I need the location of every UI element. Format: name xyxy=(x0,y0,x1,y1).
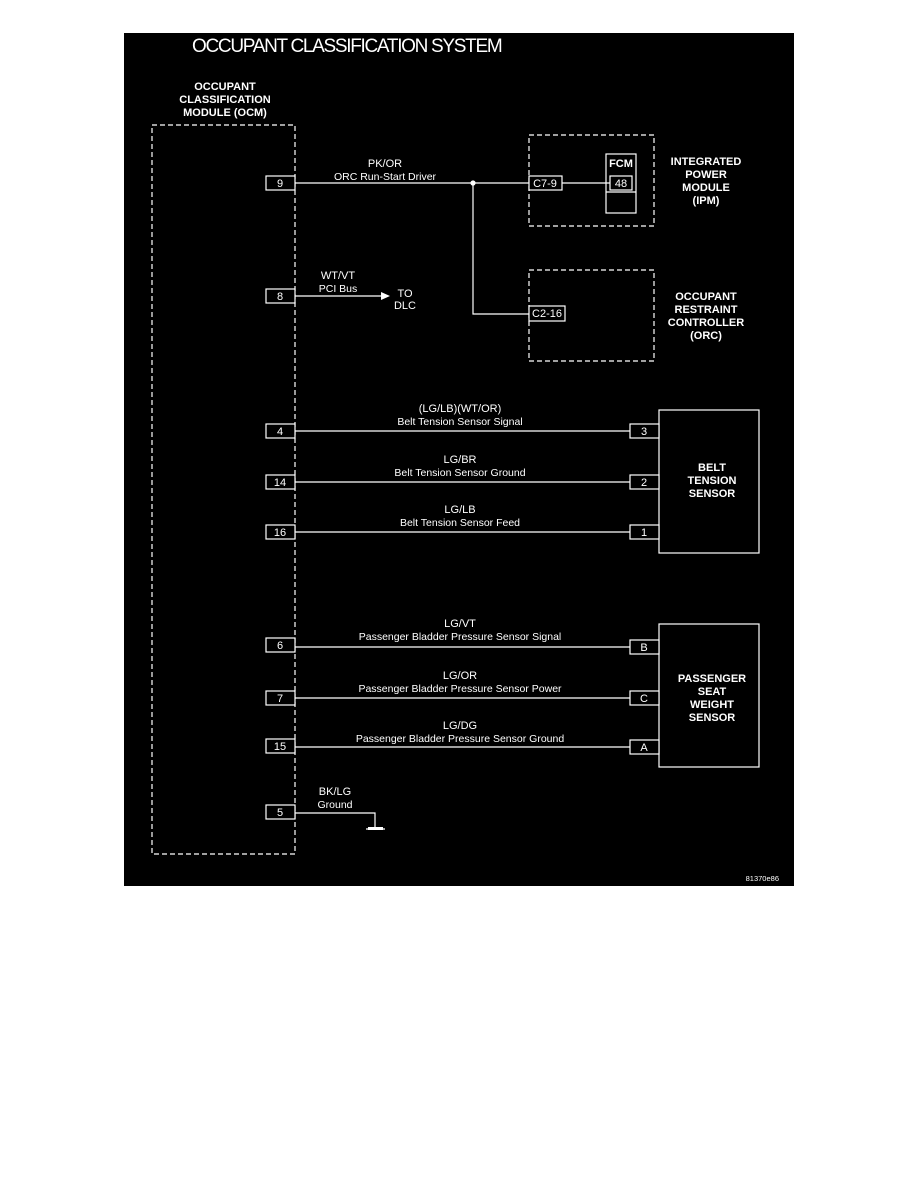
seat-sensor-label-line3: WEIGHT xyxy=(690,699,734,711)
belt-sensor-label-line2: TENSION xyxy=(688,475,737,487)
pin-label-8: 8 xyxy=(277,291,283,303)
far-pin-box-b xyxy=(629,639,660,655)
ipm-label-line3: MODULE xyxy=(682,182,730,194)
pin-label-5: 5 xyxy=(277,807,283,819)
diagram-title: OCCUPANT CLASSIFICATION SYSTEM xyxy=(192,36,502,57)
wire-color-9: PK/OR xyxy=(368,158,402,170)
dlc-label-line2: DLC xyxy=(394,300,416,312)
pin-box-5 xyxy=(265,804,296,820)
ocm-label: OCCUPANT CLASSIFICATION MODULE (OCM) xyxy=(179,81,271,119)
far-pin-box-2 xyxy=(629,474,660,490)
belt-tension-sensor-label: BELT TENSION SENSOR xyxy=(688,462,737,500)
pin-label-6: 6 xyxy=(277,640,283,652)
wire-color-8: WT/VT xyxy=(321,270,355,282)
seat-weight-sensor-label: PASSENGER SEAT WEIGHT SENSOR xyxy=(678,673,746,724)
belt-tension-sensor-box xyxy=(658,409,760,554)
wire-color-7: LG/OR xyxy=(443,670,477,682)
far-pin-label-a: A xyxy=(640,742,648,754)
far-pin-label-c: C xyxy=(640,693,648,705)
far-pin-box-1 xyxy=(629,524,660,540)
circuit-pin-8: 8 WT/VT PCI Bus TO DLC xyxy=(265,270,416,312)
wire-desc-15: Passenger Bladder Pressure Sensor Ground xyxy=(356,733,565,745)
wire-desc-9: ORC Run-Start Driver xyxy=(334,171,437,183)
ocm-label-line3: MODULE (OCM) xyxy=(183,107,267,119)
orc-label-line2: RESTRAINT xyxy=(675,304,738,316)
orc-label: OCCUPANT RESTRAINT CONTROLLER (ORC) xyxy=(668,291,744,342)
pin-box-6 xyxy=(265,637,296,653)
circuit-pin-7: 7 C LG/OR Passenger Bladder Pressure Sen… xyxy=(265,670,660,706)
wire-desc-16: Belt Tension Sensor Feed xyxy=(400,517,520,529)
pin-label-16: 16 xyxy=(274,527,286,539)
orc-label-line3: CONTROLLER xyxy=(668,317,744,329)
circuit-pin-15: 15 A LG/DG Passenger Bladder Pressure Se… xyxy=(265,720,660,755)
circuit-pin-5: 5 BK/LG Ground xyxy=(265,786,385,830)
ipm-connector-label: C7-9 xyxy=(533,178,557,190)
pin-label-14: 14 xyxy=(274,477,286,489)
ipm-label-line1: INTEGRATED xyxy=(671,156,742,168)
circuit-pin-9: 9 PK/OR ORC Run-Start Driver xyxy=(265,158,529,315)
wiring-diagram-svg: OCCUPANT CLASSIFICATION SYSTEM OCCUPANT … xyxy=(151,36,779,883)
circuit-pin-4: 4 3 (LG/LB)(WT/OR) Belt Tension Sensor S… xyxy=(265,403,660,439)
circuit-pin-6: 6 B LG/VT Passenger Bladder Pressure Sen… xyxy=(265,618,660,655)
ipm-label-line2: POWER xyxy=(685,169,727,181)
arrow-to-dlc xyxy=(381,292,390,300)
fcm-pin-label: 48 xyxy=(615,178,627,190)
pin-label-4: 4 xyxy=(277,426,283,438)
dlc-label-line1: TO xyxy=(397,288,413,300)
belt-sensor-label-line3: SENSOR xyxy=(689,488,736,500)
far-pin-label-1: 1 xyxy=(641,527,647,539)
far-pin-label-3: 3 xyxy=(641,426,647,438)
pin-box-15 xyxy=(265,738,296,754)
pin-label-9: 9 xyxy=(277,178,283,190)
ocm-label-line1: OCCUPANT xyxy=(194,81,256,93)
wire-color-4: (LG/LB)(WT/OR) xyxy=(419,403,502,415)
circuit-pin-16: 16 1 LG/LB Belt Tension Sensor Feed xyxy=(265,504,660,540)
belt-sensor-label-line1: BELT xyxy=(698,462,726,474)
ipm-label: INTEGRATED POWER MODULE (IPM) xyxy=(671,156,742,207)
far-pin-box-c xyxy=(629,690,660,706)
wire-color-14: LG/BR xyxy=(443,454,476,466)
wire-color-16: LG/LB xyxy=(444,504,475,516)
wire-splice-to-orc xyxy=(472,183,529,315)
far-pin-label-b: B xyxy=(640,642,647,654)
wire-color-5: BK/LG xyxy=(319,786,351,798)
wire-desc-8: PCI Bus xyxy=(319,283,358,295)
wire-color-15: LG/DG xyxy=(443,720,477,732)
orc-label-line1: OCCUPANT xyxy=(675,291,737,303)
seat-sensor-label-line4: SENSOR xyxy=(689,712,736,724)
seat-sensor-label-line2: SEAT xyxy=(698,686,727,698)
orc-label-line4: (ORC) xyxy=(690,330,722,342)
fcm-label: FCM xyxy=(609,158,633,170)
far-pin-label-2: 2 xyxy=(641,477,647,489)
orc-connector-label: C2-16 xyxy=(532,308,562,320)
pin-label-7: 7 xyxy=(277,693,283,705)
ipm-label-line4: (IPM) xyxy=(693,195,720,207)
ground-symbol-icon xyxy=(366,827,385,830)
wire-desc-4: Belt Tension Sensor Signal xyxy=(397,416,522,428)
ocm-label-line2: CLASSIFICATION xyxy=(179,94,271,106)
far-pin-box-3 xyxy=(629,423,660,439)
wire-desc-6: Passenger Bladder Pressure Sensor Signal xyxy=(359,631,562,643)
pin-label-15: 15 xyxy=(274,741,286,753)
wire-color-6: LG/VT xyxy=(444,618,476,630)
figure-id: 81370e86 xyxy=(746,874,779,883)
far-pin-box-a xyxy=(629,739,660,755)
wire-pin-5 xyxy=(295,812,376,827)
wire-desc-5: Ground xyxy=(317,799,352,811)
wire-desc-14: Belt Tension Sensor Ground xyxy=(394,467,525,479)
passenger-seat-weight-sensor-box xyxy=(658,623,760,768)
circuit-pin-14: 14 2 LG/BR Belt Tension Sensor Ground xyxy=(265,454,660,490)
wire-desc-7: Passenger Bladder Pressure Sensor Power xyxy=(358,683,562,695)
seat-sensor-label-line1: PASSENGER xyxy=(678,673,746,685)
wiring-diagram: OCCUPANT CLASSIFICATION SYSTEM OCCUPANT … xyxy=(124,33,794,886)
